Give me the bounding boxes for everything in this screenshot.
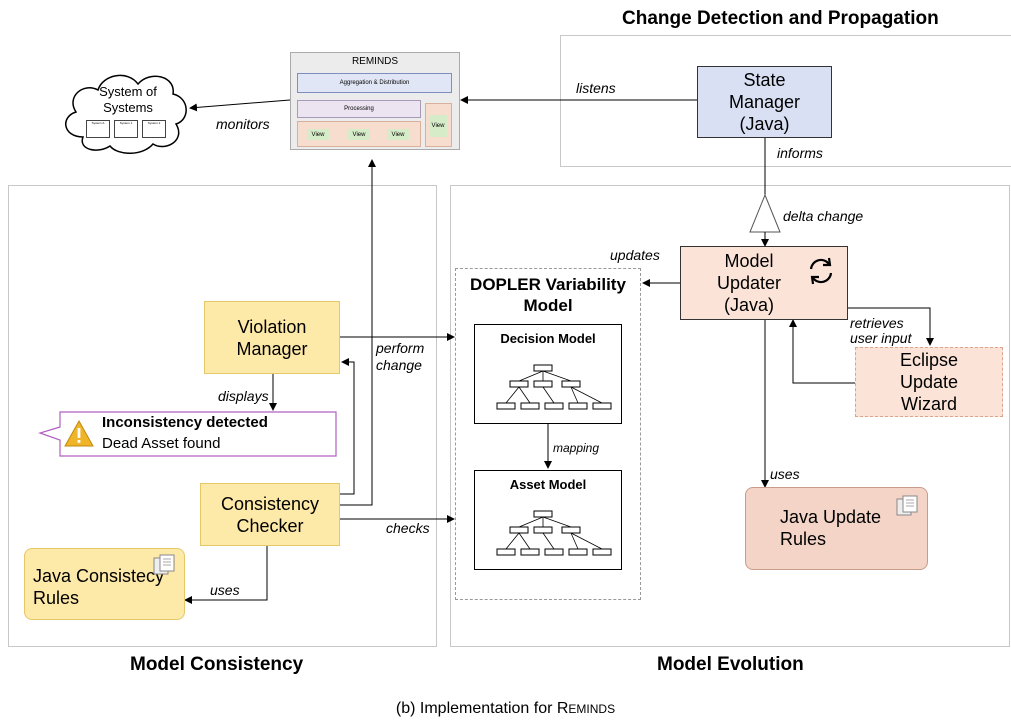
decision-model: Decision Model xyxy=(474,324,622,424)
reminds-box: REMINDS Aggregation & Distribution Proce… xyxy=(290,52,460,150)
label-mapping: mapping xyxy=(553,441,600,455)
warning-icon xyxy=(64,420,94,447)
label-uses-consistency: uses xyxy=(210,582,240,598)
sos-label: System of Systems xyxy=(99,84,157,115)
label-displays: displays xyxy=(218,388,269,404)
label-uses-update: uses xyxy=(770,466,800,482)
notification-message: Dead Asset found xyxy=(102,435,221,452)
label-checks: checks xyxy=(386,520,430,536)
dopler-title: DOPLER Variability Model xyxy=(470,275,626,315)
label-retrieves: retrieves user input xyxy=(850,315,912,346)
label-monitors: monitors xyxy=(216,116,270,132)
label-informs: informs xyxy=(777,145,823,161)
reminds-aggregation: Aggregation & Distribution xyxy=(297,73,452,93)
figure-caption: (b) Implementation for REMINDS xyxy=(0,700,1011,718)
sos-cloud: System of Systems System A System 1 Syst… xyxy=(58,62,193,157)
inconsistency-notification: Inconsistency detected Dead Asset found xyxy=(38,411,338,458)
dopler-model: DOPLER Variability Model xyxy=(455,268,641,600)
notification-title: Inconsistency detected xyxy=(102,414,268,431)
caption-prefix: (b) Implementation for R xyxy=(395,700,569,717)
edge-uses-consistency xyxy=(184,546,268,604)
caption-small-caps: EMINDS xyxy=(568,702,616,716)
model-consistency-title: Model Consistency xyxy=(130,654,304,675)
java-update-rules-label: Java Update Rules xyxy=(780,507,882,549)
sos-system-thumb-1: System A xyxy=(86,120,110,138)
label-updates: updates xyxy=(610,247,660,263)
label-listens: listens xyxy=(576,80,616,96)
label-delta-change: delta change xyxy=(783,208,864,224)
reminds-view-1: View xyxy=(307,129,329,140)
delta-triangle xyxy=(749,193,781,233)
decision-tree xyxy=(496,364,612,410)
refresh-icon xyxy=(809,257,833,285)
asset-model-title: Asset Model xyxy=(509,477,587,492)
edge-checker-reminds xyxy=(340,159,376,506)
reminds-view-3: View xyxy=(387,129,409,140)
change-detection-title: Change Detection and Propagation xyxy=(622,8,939,29)
edge-checker-violation xyxy=(340,358,355,495)
edge-retrieves xyxy=(848,307,934,346)
model-updater: Model Updater (Java) xyxy=(680,246,848,320)
eclipse-update-wizard: Eclipse Update Wizard xyxy=(855,347,1003,417)
reminds-view-2: View xyxy=(348,129,370,140)
sos-system-thumb-3: System 2 xyxy=(142,120,166,138)
document-icon xyxy=(896,495,918,516)
state-manager: State Manager (Java) xyxy=(697,66,832,138)
model-evolution-title: Model Evolution xyxy=(657,654,804,675)
reminds-title: REMINDS xyxy=(351,56,399,67)
java-consistency-rules: Java Consistecy Rules xyxy=(24,548,185,620)
consistency-checker: Consistency Checker xyxy=(200,483,340,546)
decision-model-title: Decision Model xyxy=(500,331,596,346)
java-consistency-rules-label: Java Consistecy Rules xyxy=(33,566,165,608)
edge-wizard-return xyxy=(789,319,855,384)
asset-tree xyxy=(496,510,612,556)
model-updater-label: Model Updater (Java) xyxy=(716,251,782,315)
reminds-side-view: View xyxy=(429,115,447,137)
sos-system-thumb-2: System 1 xyxy=(114,120,138,138)
asset-model: Asset Model xyxy=(474,470,622,570)
label-perform-change: perform change xyxy=(376,340,425,373)
edge-monitors xyxy=(189,99,291,112)
reminds-processing: Processing xyxy=(297,100,421,118)
document-icon xyxy=(153,554,175,575)
violation-manager: Violation Manager xyxy=(204,301,340,374)
callout-shape xyxy=(38,411,337,457)
java-update-rules: Java Update Rules xyxy=(745,487,928,570)
